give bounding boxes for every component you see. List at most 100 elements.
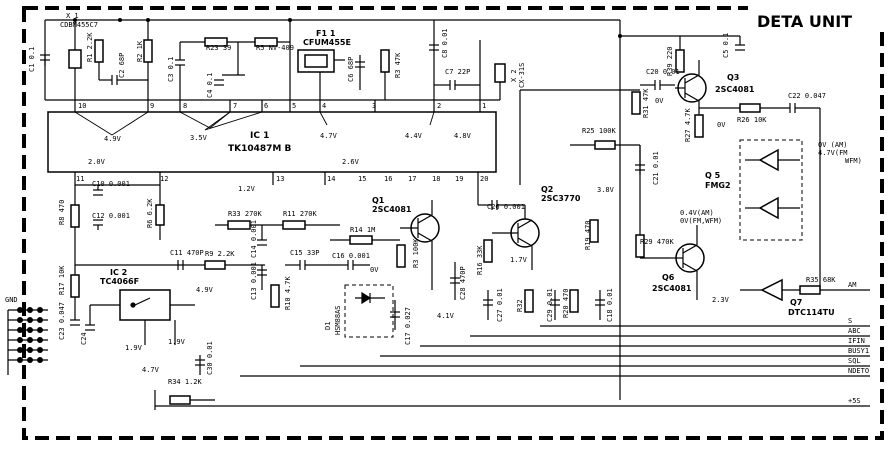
r6-label: R6 6.2K: [146, 198, 154, 228]
c28-label: C28 470P: [459, 266, 467, 300]
r27-label: R27 4.7K: [684, 107, 692, 142]
v-ic2-1-9b: 1.9V: [168, 338, 186, 346]
x1-ref: X 1: [66, 12, 79, 20]
v-q3-0b: 0V: [717, 121, 726, 129]
ic1-pin-4: 4: [322, 102, 326, 110]
unit-title: DETA UNIT: [757, 12, 852, 31]
d1-part: HSM88AS: [334, 305, 342, 335]
ic1-pin-10: 10: [78, 102, 86, 110]
r34-label: R34 1.2K: [168, 378, 203, 386]
connector-label: GND: [5, 296, 18, 304]
c4-label: C4 0.1: [206, 73, 214, 98]
q3-ref: Q3: [727, 73, 739, 82]
ic1-pin-12: 12: [160, 175, 168, 183]
ic1-pin-7: 7: [233, 102, 237, 110]
c17-label: C17 0.027: [404, 307, 412, 345]
c5-label: C5 0.1: [722, 33, 730, 58]
c27-label: C27 0.01: [496, 288, 504, 322]
q5-bias-wfm: WFM): [845, 157, 862, 165]
line-5s: +5S: [848, 397, 861, 405]
x2-ref: X 2: [510, 69, 518, 82]
q2-ref: Q2: [541, 185, 553, 194]
r17-label: R17 10K: [58, 265, 66, 295]
ic1-pin-15: 15: [358, 175, 366, 183]
ic1-body: [47, 111, 497, 173]
c21-label: C21 0.01: [652, 151, 660, 185]
c23-label: C23 0.047: [58, 302, 66, 340]
c22-label: C22 0.047: [788, 92, 826, 100]
ic1-pin-18: 18: [432, 175, 440, 183]
line-ifin: IFIN: [848, 337, 865, 345]
r5-label: R5 NV-409: [256, 44, 294, 52]
v-q1-0: 0V: [370, 266, 379, 274]
q6-part: 2SC4081: [652, 284, 692, 293]
r19-label: R19 470: [584, 220, 592, 250]
ic1-pin-9: 9: [150, 102, 154, 110]
c26-label: C26 0.001: [487, 203, 525, 211]
q6-bias-fm: 0V(FM,WFM): [680, 217, 722, 225]
v-ic1-2-6: 2.6V: [342, 158, 360, 166]
c20-label: C20 0.01: [646, 68, 680, 76]
r33-label: R33 270K: [228, 210, 263, 218]
f1-part: CFUM455E: [303, 38, 351, 47]
line-s: S: [848, 317, 852, 325]
v-q1-4-1: 4.1V: [437, 312, 455, 320]
r31-label: R31 47K: [642, 88, 650, 118]
c1-label: C1 0.1: [28, 47, 36, 72]
line-sql: SQL: [848, 357, 861, 365]
q6-bias-am: 0.4V(AM): [680, 209, 714, 217]
v-ic1-3-5: 3.5V: [190, 134, 208, 142]
c11-label: C11 470P: [170, 249, 204, 257]
ic1-pin-5: 5: [292, 102, 296, 110]
c3-label: C3 0.1: [167, 57, 175, 82]
f1-ref: F1 1: [316, 29, 336, 38]
r35-label: R35 68K: [806, 276, 836, 284]
c24-label: C24: [80, 332, 88, 345]
v-q6-2-3: 2.3V: [712, 296, 730, 304]
q1-ref: Q1: [372, 196, 385, 205]
q1-part: 2SC4081: [372, 205, 412, 214]
r2-label: R2 1K: [136, 40, 144, 62]
q5-bias-fm: 4.7V(FM: [818, 149, 848, 157]
ic1-pin-19: 19: [455, 175, 463, 183]
v-ic1-1-2: 1.2V: [238, 185, 256, 193]
q5-box: [739, 139, 803, 241]
ic1-pin-6: 6: [264, 102, 268, 110]
line-busy1: BUSY1: [848, 347, 869, 355]
c13-label: C13 0.001: [250, 262, 258, 300]
c2-label: C2 68P: [118, 53, 126, 78]
ic1-pin-3: 3: [372, 102, 376, 110]
q5-bias-am: 0V (AM): [818, 141, 848, 149]
ic1-pin-11: 11: [76, 175, 84, 183]
ic1-pin-20: 20: [480, 175, 488, 183]
v-ic1-2-0: 2.0V: [88, 158, 106, 166]
r16-label: R16 33K: [476, 245, 484, 275]
c30-label: C30 0.01: [206, 341, 214, 375]
c12-label: C12 0.001: [92, 212, 130, 220]
r23-label: R23 39: [206, 44, 231, 52]
line-abc: ABC: [848, 327, 861, 335]
ic1-pin-8: 8: [183, 102, 187, 110]
v-q2-1-7: 1.7V: [510, 256, 528, 264]
r20-label: R20 470: [562, 288, 570, 318]
r100-label: R3 100K: [412, 238, 420, 268]
v-ic2-4-7: 4.7V: [142, 366, 160, 374]
x1-part: CDBM455C7: [60, 21, 98, 29]
line-am: AM: [848, 281, 856, 289]
c16-label: C16 0.001: [332, 252, 370, 260]
v-ic1-4-8: 4.8V: [454, 132, 472, 140]
v-ic2-1-9a: 1.9V: [125, 344, 143, 352]
q5-part: FMG2: [705, 181, 731, 190]
c8-label: C8 0.01: [441, 28, 449, 58]
q6-ref: Q6: [662, 273, 675, 282]
ic1-pin-17: 17: [408, 175, 416, 183]
x2-part: CX-31S: [518, 63, 526, 88]
c7-label: C7 22P: [445, 68, 470, 76]
q3-part: 2SC4081: [715, 85, 755, 94]
c14-label: C14 0.001: [250, 220, 258, 258]
ic1-pin-16: 16: [384, 175, 392, 183]
r32-label: R32: [516, 299, 524, 312]
c15-label: C15 33P: [290, 249, 320, 257]
line-ndeto: NDETO: [848, 367, 869, 375]
ic1-pin-2: 2: [437, 102, 441, 110]
